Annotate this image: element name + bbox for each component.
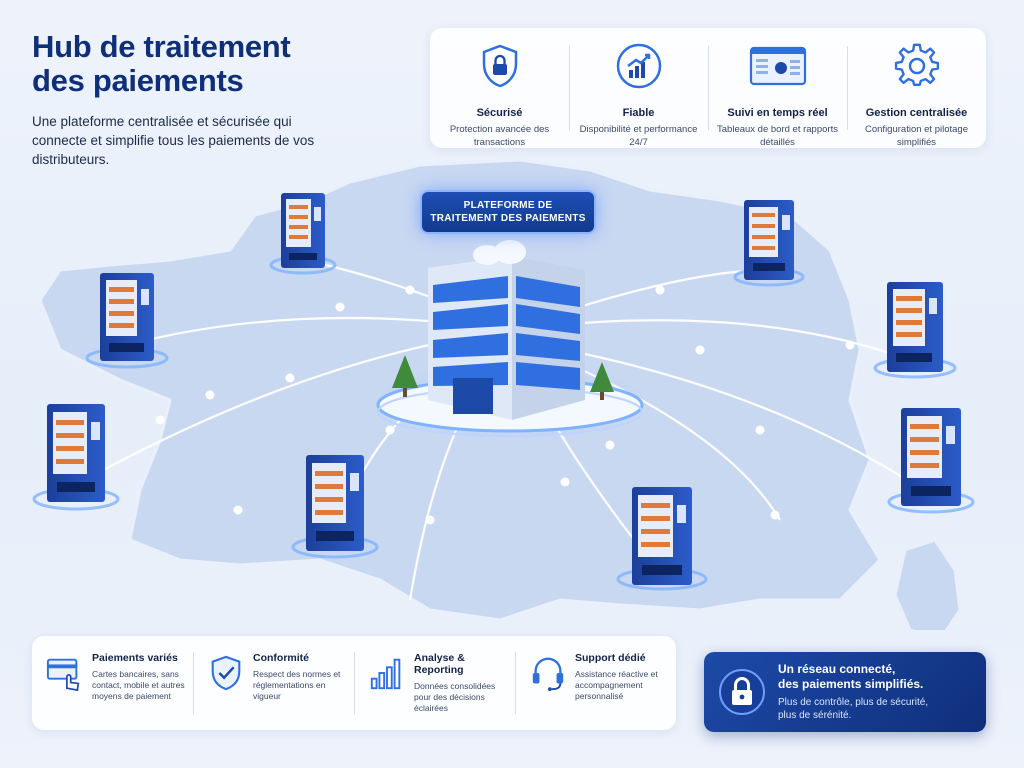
feature-desc: Configuration et pilotage simplifiés [865,124,968,148]
feature-title: Paiements variés [92,652,178,664]
platform-label-line-1: PLATEFORME DE [463,200,553,211]
vending-machine [733,200,805,287]
headset-icon [532,657,564,692]
hero-section: Hub de traitement des paiements Une plat… [32,30,392,169]
vending-machine [887,408,975,514]
connection-nodes [155,285,855,525]
feature-desc: Cartes bancaires, sans contact, mobile e… [92,669,185,701]
headquarters-building [428,240,585,420]
vending-machine [291,455,379,559]
vending-machine [85,273,169,369]
page-title: Hub de traitement des paiements [32,30,392,98]
vending-machine [616,487,708,591]
vending-machine [269,193,337,275]
feature-title: Suivi en temps réel [727,107,828,119]
feature-desc: Respect des normes et réglementations en… [253,669,341,701]
feature-conformite: Conformité Respect des normes et régleme… [193,636,354,730]
feature-fiable: Fiable Disponibilité et performance 24/7 [569,28,708,148]
shield-check-icon [211,655,241,691]
vending-machine [32,404,120,511]
feature-title: Conformité [253,652,309,664]
feature-title: Sécurisé [476,107,523,119]
feature-gestion: Gestion centralisée Configuration et pil… [847,28,986,148]
chart-growth-icon [616,43,661,89]
feature-title: Fiable [622,107,655,119]
shield-lock-icon [482,44,517,88]
vending-machine [873,282,957,379]
callout-desc-line-2: plus de sérénité. [778,710,852,721]
platform-label-line-2: TRAITEMENT DES PAIEMENTS [430,213,586,224]
lock-icon [719,669,765,715]
platform-label: PLATEFORME DE TRAITEMENT DES PAIEMENTS [420,190,596,234]
card-hand-icon [46,658,80,692]
feature-analyse-reporting: Analyse & Reporting Données consolidées … [354,636,515,730]
corsica-shape [893,538,962,630]
bar-chart-icon [370,658,401,690]
dashboard-icon [749,46,806,86]
top-features-panel: Sécurisé Protection avancée des transact… [430,28,986,148]
callout-desc-line-1: Plus de contrôle, plus de sécurité, [778,697,929,708]
feature-title: Gestion centralisée [865,107,968,119]
trees [392,355,614,400]
feature-desc: Protection avancée des transactions [449,124,550,148]
feature-desc: Assistance réactive et accompagnement pe… [575,669,658,701]
feature-suivi: Suivi en temps réel Tableaux de bord et … [708,28,847,148]
callout-title: Un réseau connecté, des paiements simpli… [778,662,928,692]
title-line-2: des paiements [32,63,244,98]
callout-desc: Plus de contrôle, plus de sécurité, plus… [778,696,928,722]
feature-desc: Données consolidées pour des décisions é… [414,681,496,713]
callout-title-line-2: des paiements simplifiés. [778,677,924,691]
feature-securise: Sécurisé Protection avancée des transact… [430,28,569,148]
page-subtitle: Une plateforme centralisée et sécurisée … [32,114,315,167]
feature-desc: Disponibilité et performance 24/7 [579,124,698,148]
callout-banner: Un réseau connecté, des paiements simpli… [704,652,986,732]
feature-desc: Tableaux de bord et rapports détaillés [717,124,838,148]
callout-title-line-1: Un réseau connecté, [778,662,896,676]
feature-title: Support dédié [575,652,646,664]
title-line-1: Hub de traitement [32,29,291,64]
gear-icon [894,43,939,86]
feature-paiements-varies: Paiements variés Cartes bancaires, sans … [32,636,193,730]
feature-support: Support dédié Assistance réactive et acc… [515,636,676,730]
network-map-illustration [32,158,975,630]
feature-title: Analyse & Reporting [414,652,465,676]
bottom-features-panel: Paiements variés Cartes bancaires, sans … [32,636,676,730]
